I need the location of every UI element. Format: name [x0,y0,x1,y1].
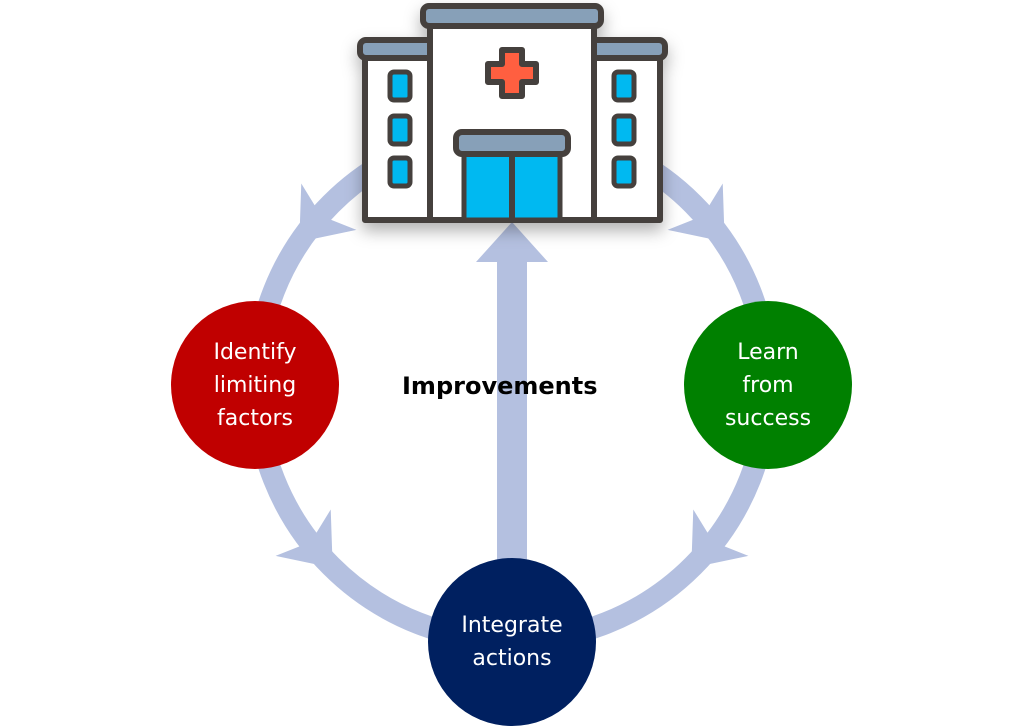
arrowhead-left-bottom [275,509,333,568]
improvements-label: Improvements [402,372,598,400]
arrowhead-right-top [667,183,725,242]
node-integrate-actions: Integrate actions [428,558,596,726]
improvements-arrow [476,222,548,575]
arrowhead-right-bottom [691,509,749,568]
node-identify-limiting-factors: Identify limiting factors [171,301,339,469]
hospital-icon [357,3,668,223]
arrowhead-left-top [299,183,357,242]
node-learn-from-success: Learn from success [684,301,852,469]
